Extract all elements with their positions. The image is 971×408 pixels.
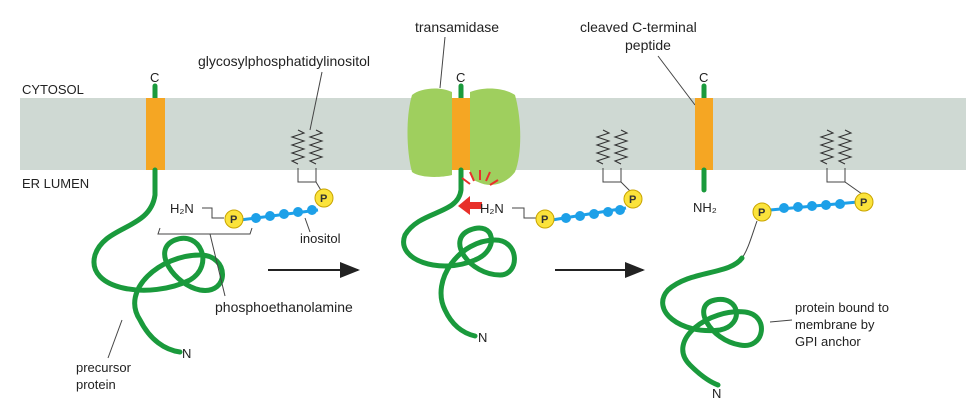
panel-precursor: C N glycosylphosphatidylinositol H₂N P <box>76 53 370 392</box>
svg-text:P: P <box>629 194 636 206</box>
svg-text:P: P <box>230 214 237 226</box>
c-terminus-label: C <box>699 70 708 85</box>
transmembrane-helix <box>146 98 165 170</box>
cleaved-peptide-label-1: cleaved C-terminal <box>580 19 697 35</box>
svg-text:P: P <box>541 214 548 226</box>
gpi-label: glycosylphosphatidylinositol <box>198 53 370 69</box>
sugar-chain <box>251 205 317 223</box>
svg-text:P: P <box>860 197 867 209</box>
h2n-label: H₂N <box>170 201 194 216</box>
svg-text:P: P <box>758 207 765 219</box>
n-terminus-label: N <box>712 386 721 401</box>
sugar-chain <box>779 199 845 213</box>
precursor-label-2: protein <box>76 377 116 392</box>
gpi-anchor <box>290 129 324 193</box>
cleavage-burst <box>461 170 499 186</box>
panel-anchored: cleaved C-terminal peptide C NH₂ P P <box>580 19 889 401</box>
n-terminus-label: N <box>478 330 487 345</box>
inositol-label: inositol <box>300 231 341 246</box>
n-terminus-label: N <box>182 346 191 361</box>
cytosol-label: CYTOSOL <box>22 82 84 97</box>
phosphoethanolamine-label: phosphoethanolamine <box>215 299 353 315</box>
phosphate-2: P <box>314 188 334 208</box>
phosphate-2: P <box>854 192 874 212</box>
protein-chain <box>401 167 517 339</box>
gpi-anchor <box>819 129 863 195</box>
anchored-protein-chain <box>660 255 764 388</box>
phosphate-1: P <box>752 202 772 222</box>
transmembrane-helix <box>452 98 470 170</box>
phosphate-1: P <box>535 209 555 229</box>
transamidase-label: transamidase <box>415 19 499 35</box>
precursor-protein-chain <box>91 167 225 355</box>
precursor-label-1: precursor <box>76 360 132 375</box>
svg-text:P: P <box>320 193 327 205</box>
phosphate-2: P <box>623 189 643 209</box>
er-lumen-label: ER LUMEN <box>22 176 89 191</box>
cleaved-peptide-label-2: peptide <box>625 37 671 53</box>
attack-arrow <box>458 196 482 215</box>
gpi-anchor <box>595 129 632 193</box>
bound-label-1: protein bound to <box>795 300 889 315</box>
c-terminus-label: C <box>150 70 159 85</box>
sugar-chain <box>561 205 625 223</box>
nh2-label: NH₂ <box>693 200 717 215</box>
bound-label-2: membrane by <box>795 317 875 332</box>
h2n-label: H₂N <box>480 201 504 216</box>
panel-transamidase: transamidase C N H₂N P <box>401 19 643 345</box>
c-terminus-label: C <box>456 70 465 85</box>
transamidase-enzyme <box>407 88 521 185</box>
bound-label-3: GPI anchor <box>795 334 861 349</box>
cleaved-c-terminal-peptide <box>695 98 713 170</box>
phosphate-1: P <box>224 209 244 229</box>
